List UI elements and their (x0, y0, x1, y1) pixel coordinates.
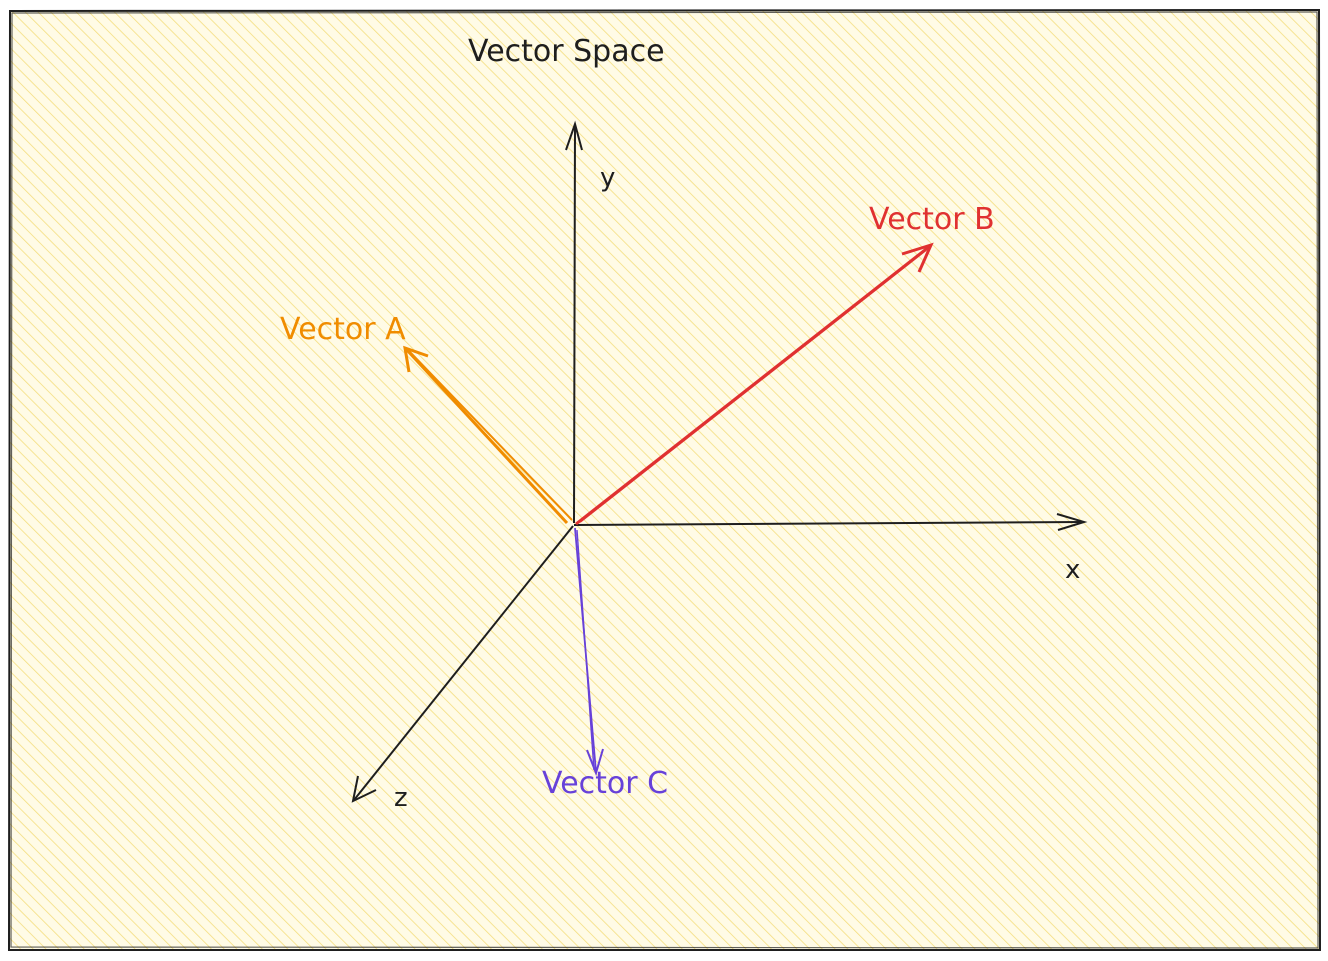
vector-b-label: Vector B (869, 202, 995, 237)
vector-c-arrow (574, 527, 604, 777)
x-axis (573, 513, 1088, 531)
vector-c-label: Vector C (542, 766, 668, 801)
vector-a-label: Vector A (280, 312, 406, 347)
y-axis (565, 120, 583, 524)
y-axis-label: y (600, 163, 615, 193)
vector-b-arrow (575, 242, 934, 526)
z-axis (351, 525, 574, 803)
z-axis-label: z (394, 783, 408, 813)
vector-a-arrow (403, 345, 573, 525)
x-axis-label: x (1065, 555, 1080, 585)
diagram-title: Vector Space (468, 34, 665, 69)
vector-space-frame (7, 8, 1322, 951)
